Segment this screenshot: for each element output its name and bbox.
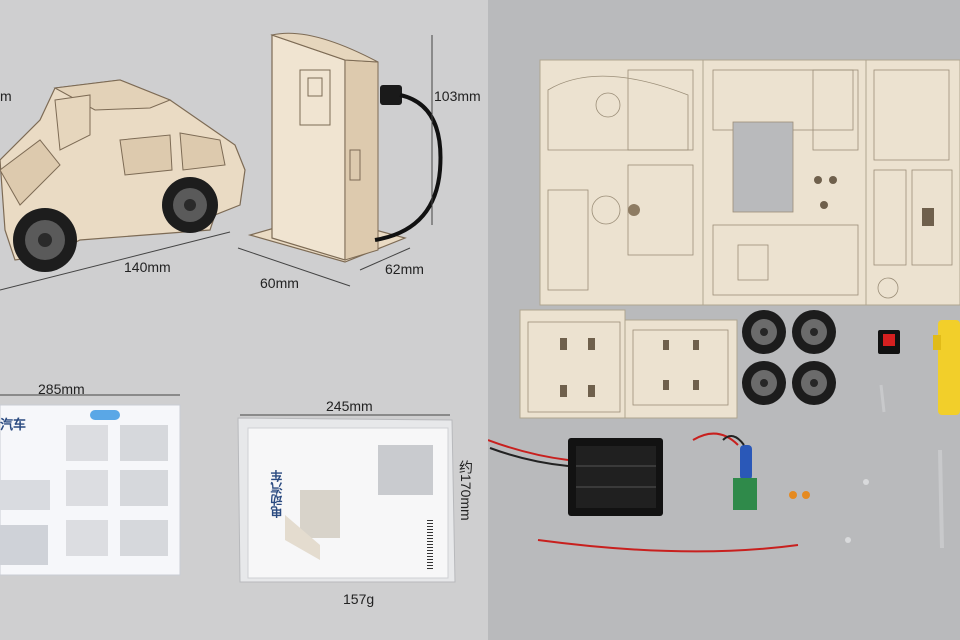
manual-width-label: 285mm <box>38 381 85 397</box>
kit-components-panel <box>488 0 960 640</box>
laser-cut-boards-icon <box>519 59 960 419</box>
instruction-sheet-icon <box>0 394 181 576</box>
car-height-label: m <box>0 88 12 104</box>
station-height-label: 103mm <box>434 88 481 104</box>
packaged-kit-icon <box>237 414 456 583</box>
battery-box-icon <box>488 438 663 516</box>
station-depth-label: 62mm <box>385 261 424 277</box>
metal-axle-icon <box>845 384 944 549</box>
wheel-icon <box>742 310 836 405</box>
wooden-car-icon <box>0 79 246 291</box>
gear-motor-icon <box>933 320 960 415</box>
rocker-switch-icon <box>878 330 900 354</box>
station-width-label: 60mm <box>260 275 299 291</box>
booklet-title: 电动汽车 <box>270 470 284 518</box>
car-length-label: 140mm <box>124 259 171 275</box>
pack-height-label: 约170mm <box>458 460 474 521</box>
charging-station-icon <box>237 32 443 287</box>
manual-title: 汽车 <box>0 417 27 432</box>
product-dimensions-panel: m 140mm 103mm 60mm 62mm 285mm 汽车 245mm 约… <box>0 32 481 607</box>
circuit-board-icon <box>537 432 810 553</box>
pack-width-label: 245mm <box>326 398 373 414</box>
weight-label: 157g <box>343 591 375 607</box>
